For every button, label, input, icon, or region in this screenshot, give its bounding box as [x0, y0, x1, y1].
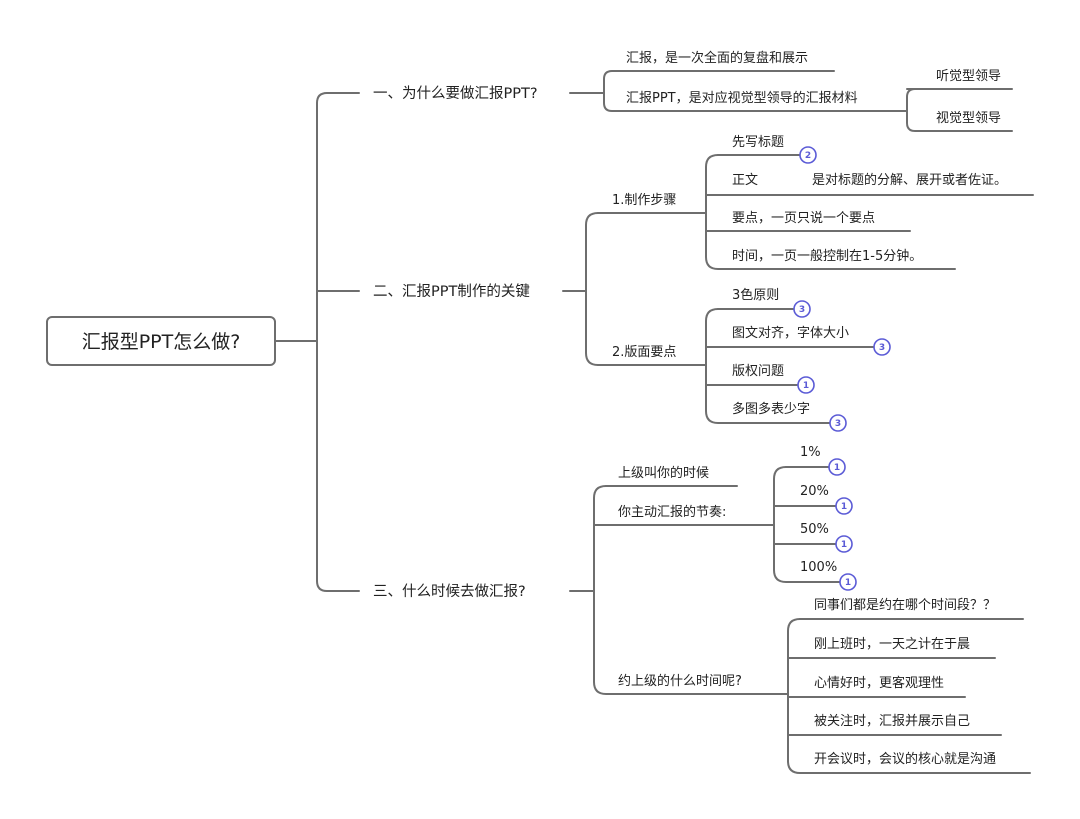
section-1-sub-2[interactable]: 视觉型领导 [936, 111, 1001, 126]
badge-number: 3 [799, 305, 805, 315]
time-item-1[interactable]: 同事们都是约在哪个时间段？？ [814, 598, 996, 613]
section-1-item-1[interactable]: 汇报，是一次全面的复盘和展示 [626, 50, 808, 66]
section-3-item-2[interactable]: 你主动汇报的节奏: [618, 504, 726, 520]
group-1-item-3[interactable]: 要点，一页只说一个要点 [732, 211, 875, 226]
badge-group-2-item-3: 1 [797, 376, 815, 394]
group-1-item-4[interactable]: 时间，一页一般控制在1-5分钟。 [732, 248, 922, 264]
badge-number: 2 [805, 151, 811, 161]
rhythm-item-1[interactable]: 1% [800, 445, 821, 460]
group-1-item-1[interactable]: 先写标题 [732, 135, 784, 150]
badge-group-2-item-1: 3 [793, 300, 811, 318]
rhythm-item-2[interactable]: 20% [800, 484, 829, 499]
badge-number: 1 [834, 463, 840, 473]
section-1-sub-1[interactable]: 听觉型领导 [936, 69, 1001, 84]
time-item-2[interactable]: 刚上班时，一天之计在于晨 [814, 637, 970, 652]
rhythm-item-3[interactable]: 50% [800, 522, 829, 537]
badge-number: 1 [841, 502, 847, 512]
section-2-group-2-label[interactable]: 2.版面要点 [612, 345, 676, 360]
badge-number: 1 [845, 578, 851, 588]
group-2-item-2[interactable]: 图文对齐，字体大小 [732, 325, 849, 341]
root-node-label: 汇报型PPT怎么做? [82, 331, 241, 353]
badge-group-2-item-2: 3 [873, 338, 891, 356]
badge-rhythm-3: 1 [835, 535, 853, 553]
badge-number: 3 [879, 343, 885, 353]
badge-group-2-item-4: 3 [829, 414, 847, 432]
section-3-title[interactable]: 三、什么时候去做汇报? [373, 583, 526, 600]
badge-number: 1 [841, 540, 847, 550]
section-1-title[interactable]: 一、为什么要做汇报PPT? [373, 85, 538, 102]
group-1-item-2[interactable]: 正文 [732, 173, 758, 188]
connector-lines [274, 70, 1034, 774]
badge-number: 1 [803, 381, 809, 391]
time-item-3[interactable]: 心情好时，更客观理性 [814, 675, 944, 691]
badge-rhythm-4: 1 [839, 573, 857, 591]
section-2-title[interactable]: 二、汇报PPT制作的关键 [373, 283, 530, 300]
rhythm-item-4[interactable]: 100% [800, 560, 837, 575]
badge-group-1-item-1: 2 [799, 146, 817, 164]
section-2-group-1-label[interactable]: 1.制作步骤 [612, 193, 676, 208]
time-item-4[interactable]: 被关注时，汇报并展示自己 [814, 714, 970, 729]
group-1-item-2-note[interactable]: 是对标题的分解、展开或者佐证。 [812, 172, 1007, 188]
time-item-5[interactable]: 开会议时，会议的核心就是沟通 [814, 751, 996, 767]
badge-number: 3 [835, 419, 841, 429]
section-1-item-2[interactable]: 汇报PPT，是对应视觉型领导的汇报材料 [626, 90, 858, 106]
group-2-item-3[interactable]: 版权问题 [732, 363, 784, 379]
section-3-item-3[interactable]: 约上级的什么时间呢? [618, 673, 742, 689]
badge-rhythm-2: 1 [835, 497, 853, 515]
section-3-item-1[interactable]: 上级叫你的时候 [618, 465, 709, 481]
badge-rhythm-1: 1 [828, 458, 846, 476]
root-node-box[interactable] [46, 316, 276, 366]
group-2-item-1[interactable]: 3色原则 [732, 287, 779, 303]
group-2-item-4[interactable]: 多图多表少字 [732, 401, 810, 417]
